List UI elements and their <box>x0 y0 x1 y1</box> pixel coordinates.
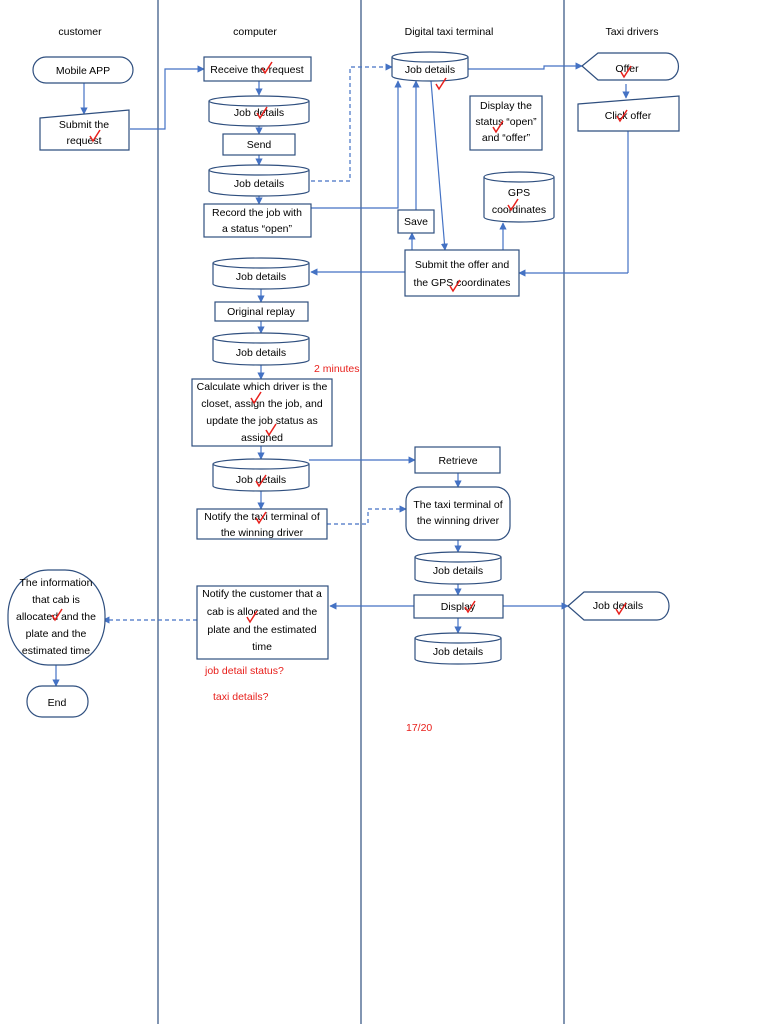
submit-request-label-2: request <box>66 135 101 147</box>
calculate-label-1: Calculate which driver is the <box>197 381 328 393</box>
check-mark-icon <box>620 65 632 79</box>
submit-offer-label-2: the GPS coordinates <box>414 277 511 289</box>
lane-header-drivers: Taxi drivers <box>605 26 658 38</box>
notify-customer-label-4: time <box>252 641 272 653</box>
record-job-label-2: a status “open” <box>222 223 293 235</box>
check-mark-icon <box>51 608 63 622</box>
notify-customer-label-3: plate and the estimated <box>207 624 316 636</box>
click-offer-box: Click offer <box>577 95 680 132</box>
check-mark-icon <box>250 391 262 405</box>
job-details-db-5: Job details <box>212 458 310 492</box>
terminal-job-details-label: Job details <box>405 64 455 76</box>
check-mark-icon <box>449 279 461 293</box>
submit-offer-box: Submit the offer and the GPS coordinates <box>404 249 520 297</box>
notify-terminal-label-2: the winning driver <box>221 527 304 539</box>
record-job-box: Record the job with a status “open” <box>203 203 312 238</box>
click-offer-label: Click offer <box>605 110 652 122</box>
lane-header-terminal: Digital taxi terminal <box>405 26 494 38</box>
driver-job-details-label: Job details <box>593 600 643 612</box>
record-job-label-1: Record the job with <box>212 207 302 219</box>
end-label: End <box>48 697 67 709</box>
check-mark-icon <box>507 198 519 212</box>
display-status-label-2: status “open” <box>475 116 537 128</box>
info-cab-label-2: that cab is <box>32 594 80 606</box>
check-mark-icon <box>265 423 277 437</box>
submit-request-input: Submit the request <box>39 109 130 151</box>
display-box: Display <box>413 594 504 619</box>
check-mark-icon <box>89 129 101 143</box>
display-status-label-3: and “offer” <box>482 132 531 144</box>
gps-label-2: coordinates <box>492 204 546 216</box>
gps-label-1: GPS <box>508 187 530 199</box>
end-terminator: End <box>26 685 89 718</box>
check-mark-icon <box>615 602 627 616</box>
check-mark-icon <box>435 77 447 91</box>
terminal-job-details-2-label: Job details <box>433 565 483 577</box>
job-detail-status-note: job detail status? <box>204 665 284 677</box>
check-mark-icon <box>261 61 273 75</box>
check-marks <box>51 61 632 624</box>
info-cab-label-4: plate and the <box>26 628 87 640</box>
taxi-details-note: taxi details? <box>213 691 269 703</box>
job-details-1-label: Job details <box>234 107 284 119</box>
save-label: Save <box>404 216 428 228</box>
terminal-job-details-3-label: Job details <box>433 646 483 658</box>
check-mark-icon <box>255 511 267 525</box>
terminal-job-details-db: Job details <box>391 51 469 82</box>
check-mark-icon <box>255 474 267 488</box>
winning-terminal-label-2: the winning driver <box>417 515 500 527</box>
winning-terminal-box: The taxi terminal of the winning driver <box>405 486 511 541</box>
job-details-5-label: Job details <box>236 474 286 486</box>
calculate-label-3: update the job status as <box>206 415 318 427</box>
lane-header-computer: computer <box>233 26 277 38</box>
check-mark-icon <box>492 120 504 134</box>
score-note: 17/20 <box>406 722 432 734</box>
job-details-2-label: Job details <box>234 178 284 190</box>
job-details-db-2: Job details <box>208 164 310 197</box>
calculate-label-2: closet, assign the job, and <box>201 398 323 410</box>
lane-header-customer: customer <box>58 26 102 38</box>
receive-request-box: Receive the request <box>203 56 312 82</box>
job-details-3-label: Job details <box>236 271 286 283</box>
check-mark-icon <box>616 109 628 123</box>
save-box: Save <box>397 209 435 234</box>
calculate-box: Calculate which driver is the closet, as… <box>191 378 333 447</box>
notify-customer-box: Notify the customer that a cab is alloca… <box>196 585 329 660</box>
start-mobile-app: Mobile APP <box>32 56 134 84</box>
display-status-label-1: Display the <box>480 100 532 112</box>
two-minutes-note: 2 minutes <box>314 363 360 375</box>
original-replay-box: Original replay <box>214 301 309 322</box>
check-mark-icon <box>464 600 476 614</box>
gps-db: GPS coordinates <box>483 171 555 223</box>
terminal-job-details-db-3: Job details <box>414 632 502 665</box>
info-cab-label-5: estimated time <box>22 645 90 657</box>
terminal-job-details-db-2: Job details <box>414 551 502 585</box>
notify-terminal-box: Notify the taxi terminal of the winning … <box>196 508 328 540</box>
winning-terminal-label-1: The taxi terminal of <box>413 499 502 511</box>
driver-job-details-display: Job details <box>567 591 670 621</box>
check-mark-icon <box>256 106 268 120</box>
info-cab-label-1: The information <box>20 577 93 589</box>
job-details-4-label: Job details <box>236 347 286 359</box>
receive-request-label: Receive the request <box>210 64 303 76</box>
send-label: Send <box>247 139 272 151</box>
display-status-box: Display the status “open” and “offer” <box>469 95 543 151</box>
job-details-db-4: Job details <box>212 332 310 366</box>
original-replay-label: Original replay <box>227 306 295 318</box>
retrieve-label: Retrieve <box>438 455 477 467</box>
job-details-db-3: Job details <box>212 257 310 290</box>
mobile-app-label: Mobile APP <box>56 65 110 77</box>
calculate-label-4: assigned <box>241 432 283 444</box>
retrieve-box: Retrieve <box>414 446 501 474</box>
notify-customer-label-2: cab is allocated and the <box>207 606 317 618</box>
submit-offer-label-1: Submit the offer and <box>415 259 510 271</box>
notify-customer-label-1: Notify the customer that a <box>202 588 322 600</box>
connectors <box>52 62 630 687</box>
job-details-db-1: Job details <box>208 95 310 127</box>
send-box: Send <box>222 133 296 156</box>
submit-request-label-1: Submit the <box>59 119 109 131</box>
check-mark-icon <box>246 610 258 624</box>
